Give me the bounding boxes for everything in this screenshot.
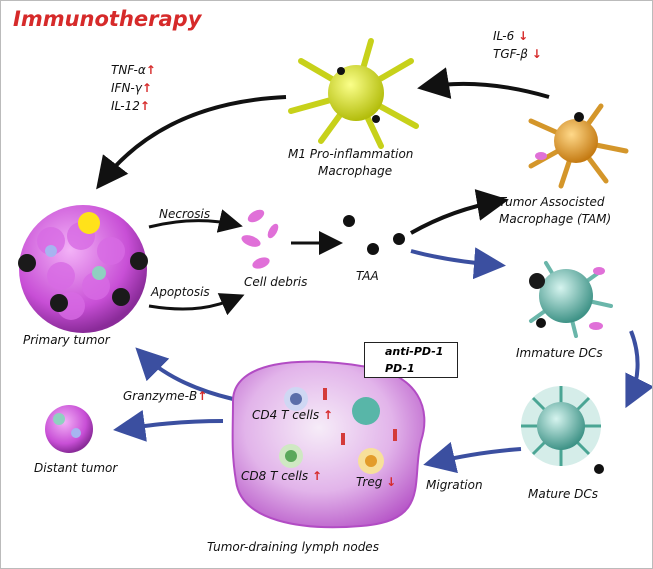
m1-label-line2: Macrophage <box>318 164 393 178</box>
cytokine-il12-label: IL-12 <box>111 99 140 113</box>
taa-graphic <box>343 215 405 255</box>
tam-label-line1: Tumor Associsted <box>499 195 605 209</box>
cytokine-tnf: TNF-α↑ <box>111 63 156 77</box>
cell-debris-label: Cell debris <box>244 275 308 289</box>
treg-label: Treg ↓ <box>356 475 396 489</box>
down-arrow-icon: ↓ <box>518 29 529 43</box>
mature-dcs-label: Mature DCs <box>528 487 599 501</box>
arrow-tam-to-m1 <box>417 67 550 99</box>
arrow-idc-to-mdc <box>625 330 652 409</box>
up-arrow-icon: ↑ <box>322 408 334 422</box>
cell-debris-graphic <box>241 209 279 269</box>
cd4-label: CD4 T cells ↑ <box>252 408 333 422</box>
cytokine-il6-label: IL-6 <box>493 29 515 43</box>
cd8-label: CD8 T cells ↑ <box>241 469 322 483</box>
arrow-taa-to-idc <box>410 247 506 280</box>
necrosis-label: Necrosis <box>159 207 211 221</box>
arrow-to-distant <box>113 409 224 442</box>
up-arrow-icon: ↑ <box>197 389 208 403</box>
mature-dc-graphic <box>521 386 604 474</box>
arrow-m1-to-tumor <box>96 95 287 190</box>
granzyme-label: Granzyme-B↑ <box>123 389 207 403</box>
legend-row-anti-pd1: anti-PD-1 <box>365 343 457 360</box>
distant-tumor-graphic <box>45 405 93 453</box>
cd4-text: CD4 T cells <box>252 408 320 422</box>
treg-text: Treg <box>356 475 383 489</box>
tam-graphic <box>528 103 629 189</box>
cytokine-il12: IL-12↑ <box>111 99 150 113</box>
legend-pd1-label: PD-1 <box>385 362 415 375</box>
tam-label-line2: Macrophage (TAM) <box>499 212 612 226</box>
granzyme-text: Granzyme-B <box>123 389 198 403</box>
cytokine-tnf-label: TNF-α <box>111 63 146 77</box>
up-arrow-icon: ↑ <box>139 99 150 113</box>
immature-dcs-label: Immature DCs <box>516 346 603 360</box>
cd8-text: CD8 T cells <box>241 469 309 483</box>
cytokine-ifn: IFN-γ↑ <box>111 81 152 95</box>
distant-tumor-label: Distant tumor <box>34 461 118 475</box>
up-arrow-icon: ↑ <box>311 469 323 483</box>
legend-anti-pd1-label: anti-PD-1 <box>385 345 444 358</box>
arrow-to-primary <box>135 347 234 401</box>
down-arrow-icon: ↓ <box>531 47 542 61</box>
cytokine-il6: IL-6 ↓ <box>493 29 528 43</box>
m1-label-line1: M1 Pro-inflammation <box>288 147 414 161</box>
down-arrow-icon: ↓ <box>386 475 397 489</box>
primary-tumor-graphic <box>18 205 148 333</box>
up-arrow-icon: ↑ <box>141 81 152 95</box>
taa-label: TAA <box>356 269 379 283</box>
cytokine-ifn-label: IFN-γ <box>111 81 142 95</box>
lymph-node-graphic <box>231 360 426 529</box>
apoptosis-label: Apoptosis <box>151 285 210 299</box>
primary-tumor-label: Primary tumor <box>23 333 110 347</box>
cytokine-tgf: TGF-β ↓ <box>493 47 542 61</box>
arrow-taa-to-tam <box>410 189 509 235</box>
immature-dc-graphic <box>529 261 613 338</box>
migration-label: Migration <box>426 478 483 492</box>
lymph-nodes-label: Tumor-draining lymph nodes <box>207 540 379 554</box>
arrow-necrosis <box>148 209 243 233</box>
legend: anti-PD-1 PD-1 <box>364 342 458 378</box>
arrow-migration <box>423 441 522 474</box>
arrow-apoptosis <box>148 293 245 316</box>
up-arrow-icon: ↑ <box>145 63 156 77</box>
page-title: Immunotherapy <box>13 7 202 31</box>
legend-row-pd1: PD-1 <box>365 360 457 377</box>
cytokine-tgf-label: TGF-β <box>493 47 528 61</box>
m1-macrophage-graphic <box>288 38 419 149</box>
